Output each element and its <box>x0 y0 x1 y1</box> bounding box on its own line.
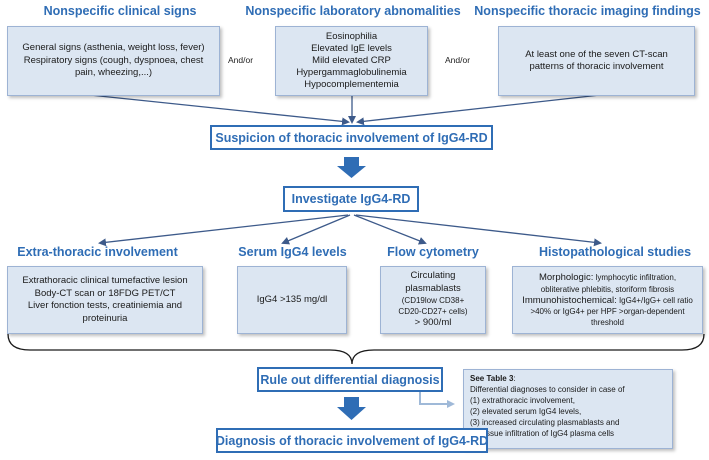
flow-line: Circulating plasmablasts <box>405 270 461 294</box>
imaging-line: At least one of the seven CT-scan <box>525 48 668 60</box>
morph-line2: obliterative phlebitis, storiform fibros… <box>540 284 675 294</box>
extra-line: Liver fonction tests, creatiniemia and <box>27 300 183 311</box>
imaging-line: patterns of thoracic involvement <box>529 61 664 72</box>
extra-line: Body-CT scan or 18FDG PET/CT <box>34 287 176 299</box>
morph-text: lymphocytic infiltration, <box>593 273 677 282</box>
note-colon: : <box>513 374 516 383</box>
lab-line: Hypocomplementemia <box>304 79 399 90</box>
immuno-text: IgG4+/IgG+ cell ratio <box>616 295 693 305</box>
header-histopathology: Histopathological studies <box>538 245 692 259</box>
lab-line: Mild elevated CRP <box>312 55 391 66</box>
lab-line: Elevated IgE levels <box>311 43 392 54</box>
clinical-line: pain, wheezing,...) <box>74 67 153 79</box>
histopathology-box: Morphologic: lymphocytic infiltration, o… <box>512 266 703 334</box>
extra-thoracic-box: Extrathoracic clinical tumefactive lesio… <box>7 266 203 334</box>
arrow-to-note <box>419 391 455 408</box>
flow-line: CD20-CD27+ cells) <box>398 307 468 317</box>
lab-line: Eosinophilia <box>325 31 378 42</box>
note-line: (2) elevated serum IgG4 levels, <box>470 407 582 416</box>
note-line: (1) extrathoracic involvement, <box>470 396 575 405</box>
arrow-to-serum <box>281 214 351 245</box>
rule-out-box: Rule out differential diagnosis <box>257 367 443 392</box>
differential-note-box: See Table 3: Differential diagnoses to c… <box>463 369 673 449</box>
header-laboratory: Nonspecific laboratory abnomalities <box>245 4 461 18</box>
immuno-line2: >40% or IgG4+ per HPF >organ-dependent <box>530 307 685 316</box>
arrow-to-histo <box>355 214 602 247</box>
investigate-box: Investigate IgG4-RD <box>283 186 419 212</box>
serum-igg4-box: IgG4 >135 mg/dl <box>237 266 347 334</box>
arrow-clinical-to-suspicion <box>89 94 350 126</box>
clinical-line: General signs (asthenia, weight loss, fe… <box>22 42 205 54</box>
header-imaging: Nonspecific thoracic imaging findings <box>474 4 701 18</box>
header-serum-igg4: Serum IgG4 levels <box>238 245 347 259</box>
immuno-line3: threshold <box>591 318 624 327</box>
imaging-findings-box: At least one of the seven CT-scan patter… <box>498 26 695 96</box>
flow-cytometry-box: Circulating plasmablasts (CD19low CD38+ … <box>380 266 486 334</box>
block-arrow-2 <box>337 397 366 420</box>
arrow-to-extra <box>98 214 349 247</box>
flow-line: (CD19low CD38+ <box>401 296 465 306</box>
extra-line: proteinuria <box>82 312 128 324</box>
lab-line: Hypergammaglobulinemia <box>296 67 407 78</box>
note-title: See Table 3 <box>470 374 514 383</box>
serum-value: IgG4 >135 mg/dl <box>256 293 328 305</box>
lab-abnormalities-box: Eosinophilia Elevated IgE levels Mild el… <box>275 26 428 96</box>
note-line: (4) tissue infiltration of IgG4 plasma c… <box>470 429 615 438</box>
arrow-to-flow <box>353 214 427 245</box>
extra-line: Extrathoracic clinical tumefactive lesio… <box>22 275 188 286</box>
note-line: Differential diagnoses to consider in ca… <box>470 385 625 394</box>
diagnosis-box: Diagnosis of thoracic involvement of IgG… <box>216 428 488 453</box>
note-line: (3) increased circulating plasmablasts a… <box>470 418 620 427</box>
clinical-signs-box: General signs (asthenia, weight loss, fe… <box>7 26 220 96</box>
suspicion-box: Suspicion of thoracic involvement of IgG… <box>210 125 493 150</box>
header-extra-thoracic: Extra-thoracic involvement <box>17 245 178 259</box>
flow-line: > 900/ml <box>414 317 452 329</box>
block-arrow-1 <box>337 157 366 178</box>
clinical-line: Respiratory signs (cough, dyspnoea, ches… <box>23 54 204 66</box>
immuno-label: Immunohistochemical: <box>522 294 617 306</box>
curly-brace <box>7 333 705 365</box>
morph-label: Morphologic: <box>538 272 594 283</box>
andor-label-2: And/or <box>445 55 471 65</box>
header-flow-cytometry: Flow cytometry <box>387 245 479 259</box>
andor-label-1: And/or <box>228 55 254 65</box>
header-clinical: Nonspecific clinical signs <box>43 4 197 18</box>
arrow-imaging-to-suspicion <box>356 94 601 126</box>
